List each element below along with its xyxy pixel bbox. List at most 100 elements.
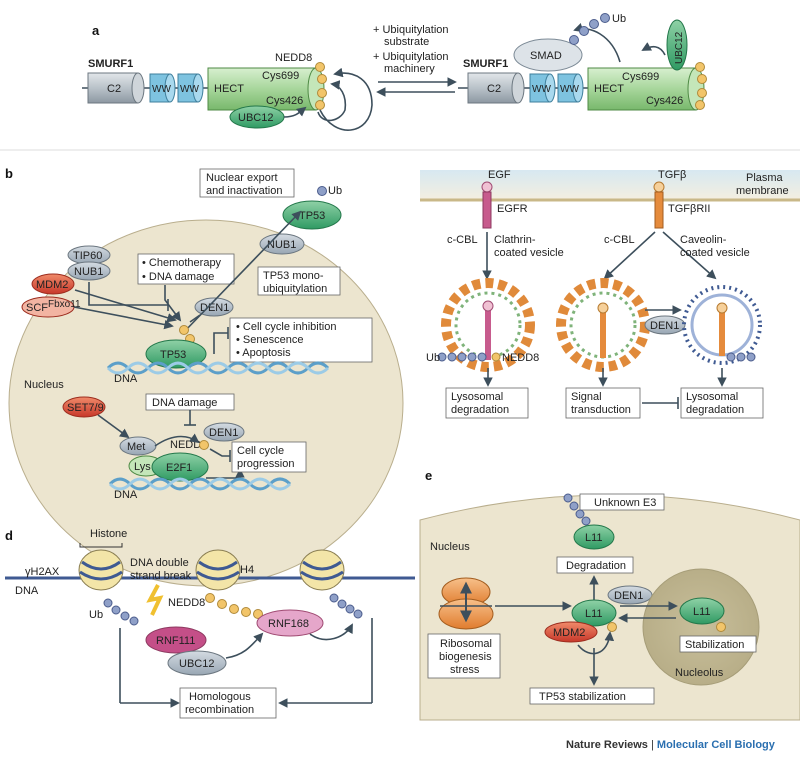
egf-text: EGF: [488, 169, 511, 181]
stabilization-text: Stabilization: [685, 639, 744, 651]
caveolin-vesicle: [682, 285, 762, 365]
c2-right-text: C2: [487, 83, 501, 95]
outcome-2: • Senescence: [236, 334, 303, 346]
ww-domain-right-1: WW: [529, 73, 556, 103]
den1-c: [644, 315, 686, 335]
ww-left-2-text: WW: [180, 84, 199, 95]
tp53-mono-text-1: TP53 mono-: [263, 270, 324, 282]
ub-right-label: Ub: [612, 13, 626, 25]
nuclear-export-text-1: Nuclear export: [206, 172, 278, 184]
hr-text-2: recombination: [185, 704, 254, 716]
l11-top-text: L11: [585, 532, 603, 544]
ww-right-2-text: WW: [560, 84, 579, 95]
l11-right-text: L11: [693, 606, 711, 618]
panel-b: b Nucleus Nuclear export and inactivatio…: [5, 166, 404, 587]
ribo-box: [427, 633, 501, 679]
tp53-stab-box: [529, 687, 655, 705]
tp53-main-text: TP53: [160, 349, 186, 361]
met-text: Met: [127, 441, 145, 453]
unknown-e3-text: Unknown E3: [594, 497, 656, 509]
dna-helix-1: [106, 361, 330, 375]
chemo-text-1: • Chemotherapy: [142, 257, 222, 269]
tp53-top: [282, 200, 342, 230]
nucleosome-1: [78, 549, 124, 591]
ubc12-d: [167, 650, 227, 676]
dsb-text-2: strand break: [130, 570, 192, 582]
den1-e-text: DEN1: [614, 590, 643, 602]
tgfbrii: [654, 191, 664, 229]
middle-text-2: substrate: [384, 36, 429, 48]
panel-a-label: a: [92, 23, 100, 38]
tp53-mono-box: [257, 266, 341, 296]
clathrin-text-1: Clathrin-: [494, 234, 536, 246]
chemo-box: [137, 253, 235, 285]
ribosome-icon: [438, 577, 494, 630]
panel-d: d DNA Histone γH2AX DNA double strand br…: [5, 528, 415, 719]
den1-b2-text: DEN1: [209, 427, 238, 439]
l11-mid: [571, 599, 617, 627]
rnf168: [256, 609, 324, 637]
nucleosome-2: [195, 549, 241, 591]
tgfb-text: TGFβ: [658, 169, 686, 181]
lyso2-text-1: Lysosomal: [686, 391, 738, 403]
ubc12-d-text: UBC12: [179, 658, 214, 670]
panel-e-label: e: [425, 468, 432, 483]
smad-right: SMAD: [513, 38, 583, 72]
dna-d-text: DNA: [15, 585, 39, 597]
mdm2-e-text: MDM2: [553, 627, 585, 639]
h4-text: H4: [240, 564, 254, 576]
ub-b-label: Ub: [328, 185, 342, 197]
nedd8-c-label: NEDD8: [502, 352, 539, 364]
ccbl1-text: c-CBL: [447, 234, 478, 246]
plasma-text-2: membrane: [736, 185, 789, 197]
hect-domain-right: HECT Cys699 Cys426: [587, 67, 705, 111]
ubc12-right-text: UBC12: [674, 31, 685, 64]
lyso2-box: [680, 387, 764, 419]
dna2-text: DNA: [114, 489, 138, 501]
lyso2-text-2: degradation: [686, 404, 744, 416]
l11-mid-text: L11: [585, 608, 603, 620]
nucleus-e-label: Nucleus: [430, 541, 470, 553]
dna1-text: DNA: [114, 373, 138, 385]
panel-d-label: d: [5, 528, 13, 543]
c2-left-text: C2: [107, 83, 121, 95]
e2f1: [151, 452, 209, 482]
panel-a: a SMURF1 C2 WW WW HECT Cys699 Cys426 NED…: [82, 13, 707, 131]
den1-b2: [203, 422, 245, 442]
middle-text-3: + Ubiquitylation: [373, 51, 449, 63]
dna-damage-text: DNA damage: [152, 397, 217, 409]
nedd8-beads-left: [315, 62, 327, 110]
egfr-text: EGFR: [497, 203, 528, 215]
nub1-left-text: NUB1: [74, 266, 103, 278]
dna-helix-2: [108, 477, 292, 491]
e2f1-text: E2F1: [166, 462, 192, 474]
tip60-text: TIP60: [73, 250, 102, 262]
clathrin-vesicle-2: [556, 278, 650, 372]
cys426-left: Cys426: [266, 95, 303, 107]
set79: [62, 396, 106, 418]
smad-text: SMAD: [530, 50, 562, 62]
panel-b-label: b: [5, 166, 13, 181]
footer-section: Molecular Cell Biology: [657, 739, 776, 751]
rnf168-text: RNF168: [268, 618, 309, 630]
hect-left-text: HECT: [214, 83, 244, 95]
smurf1-left-label: SMURF1: [88, 58, 133, 70]
ccbl2-text: c-CBL: [604, 234, 635, 246]
hr-text-1: Homologous: [189, 691, 251, 703]
lyso1-text-2: degradation: [451, 404, 509, 416]
nucleolus: [642, 568, 760, 686]
ribo-text-1: Ribosomal: [440, 638, 492, 650]
nub1-left: [67, 261, 111, 281]
l11-top: [573, 524, 615, 550]
ubc12-left: UBC12: [229, 105, 285, 129]
scf-text: SCFFbxo11: [26, 299, 81, 314]
unknown-e3-box: [579, 493, 665, 511]
caveolin-text-1: Caveolin-: [680, 234, 727, 246]
footer-sep: |: [648, 739, 657, 751]
c2-domain-right: C2: [467, 72, 525, 104]
lys-text: Lys: [134, 461, 151, 473]
degradation-text: Degradation: [566, 560, 626, 572]
c2-domain-left: C2: [87, 72, 145, 104]
ub-chain-c: [437, 352, 487, 362]
